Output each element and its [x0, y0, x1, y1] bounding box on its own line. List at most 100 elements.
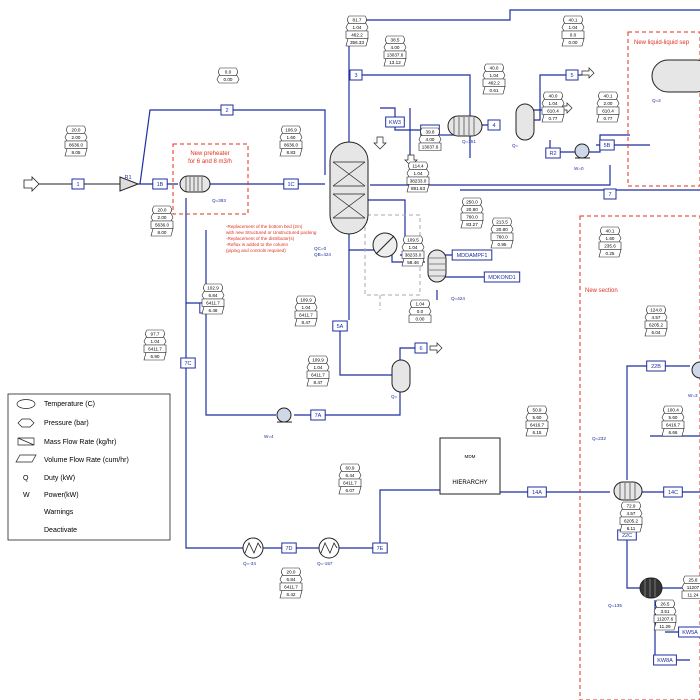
result-value: 72.9	[627, 504, 636, 509]
result-box-r_lls1[interactable]: 40.11.040.00.00	[561, 15, 585, 47]
hierarchy-logo: MDM	[465, 454, 476, 459]
steam-heater[interactable]	[427, 249, 447, 283]
distillation-column[interactable]	[329, 141, 369, 235]
stream-tag-kw8a[interactable]: KW8A	[653, 654, 677, 666]
stream-tag-s7d[interactable]: 7D	[281, 542, 297, 554]
result-box-r_top[interactable]: 0.00.00	[216, 67, 240, 84]
stream-tag-mdd[interactable]: MDDAMPF1	[451, 249, 493, 261]
result-value: 8.05	[72, 150, 81, 155]
cooler-q34[interactable]	[242, 537, 264, 559]
stream-tag-s1[interactable]: 1	[71, 178, 85, 190]
duty-q-34: Q=-34	[243, 561, 256, 566]
result-value: 6.90	[151, 354, 160, 359]
result-value: 0.0	[570, 33, 577, 38]
stream-tag-s7a[interactable]: 7A	[310, 409, 326, 421]
stream-tag-s6[interactable]: 6	[414, 342, 428, 354]
stream-tag-label: 22C	[622, 533, 632, 539]
result-value: 58.46	[407, 260, 419, 265]
reboiler-valve[interactable]	[372, 232, 398, 258]
stream-tag-s5a[interactable]: 5A	[332, 320, 348, 332]
result-value: 8636.0	[284, 143, 298, 148]
stream-tag-s5b[interactable]: 5B	[599, 139, 615, 151]
result-value: 6411.7	[148, 347, 162, 352]
mixer-r1[interactable]	[119, 176, 140, 192]
stream-tag-s1c[interactable]: 1C	[283, 178, 299, 190]
result-value: 6.07	[346, 488, 355, 493]
stream-tag-label: 6	[419, 346, 422, 352]
stream-tag-kw3[interactable]: KW3	[385, 116, 405, 128]
stream-tag-box	[332, 320, 348, 332]
preheater-exchanger[interactable]	[179, 175, 211, 193]
duty-q-sep: Q=	[512, 143, 519, 148]
power-w4: W=4	[264, 434, 274, 439]
stream-tag-s7e[interactable]: 7E	[372, 542, 388, 554]
stream-tag-s5[interactable]: 5	[565, 69, 579, 81]
pump-w0[interactable]	[574, 143, 590, 159]
stream-tag-s14a[interactable]: 14A	[527, 486, 547, 498]
stream-tag-s22b[interactable]: 22B	[646, 360, 666, 372]
liquid-liquid-separator[interactable]	[651, 59, 700, 93]
result-box-r_drain[interactable]: 1.040.00.00	[408, 299, 432, 323]
pump-w4[interactable]	[276, 407, 292, 423]
result-value: 13037.6	[422, 145, 439, 150]
result-value: 356.33	[350, 40, 364, 45]
legend-temperature: Temperature (C)	[44, 401, 95, 408]
stream-tag-s7c[interactable]: 7C	[180, 357, 196, 369]
bottoms-separator[interactable]	[391, 359, 411, 393]
result-value: 13037.6	[387, 53, 404, 58]
hierarchy-block[interactable]: MDM HIERARCHY	[439, 437, 501, 495]
reflux-drum[interactable]	[515, 103, 535, 141]
preheater-note-line1: New preheater	[190, 151, 229, 157]
stream-tag-s1b[interactable]: 1B	[152, 178, 168, 190]
stream-tag-r1[interactable]: R1	[124, 175, 131, 181]
stream-tag-label: R1	[124, 175, 131, 181]
stream-tag-s4[interactable]: 4	[487, 119, 501, 131]
stream-tag-s14c[interactable]: 14C	[663, 486, 683, 498]
stream-tag-s2[interactable]: 2	[220, 104, 234, 116]
result-value: 8.47	[314, 380, 323, 385]
new-exchanger-q135[interactable]	[639, 577, 663, 599]
stream-tag-label: 22B	[651, 364, 661, 370]
pump-w3[interactable]	[691, 361, 700, 379]
condenser-exchanger[interactable]	[447, 115, 483, 137]
cooler-q157[interactable]	[318, 537, 340, 559]
legend-duty-symbol: Q	[23, 475, 29, 482]
stream-tag-s7[interactable]: 7	[603, 188, 617, 200]
duty-q-bottoms: Q=	[391, 394, 398, 399]
stream-tag-s3[interactable]: 3	[349, 69, 363, 81]
stream-tag-box	[220, 104, 234, 116]
result-value: 610.4	[547, 109, 559, 114]
new-exchanger-q232[interactable]	[613, 481, 643, 501]
stream-tag-r2[interactable]: R2	[545, 147, 561, 159]
stream-tag-kw5a[interactable]: KW5A	[678, 626, 700, 638]
result-value: 462.2	[351, 33, 363, 38]
stream-tag-mkond[interactable]: MDKOND1	[483, 271, 521, 283]
stream-tag-box	[653, 654, 677, 666]
